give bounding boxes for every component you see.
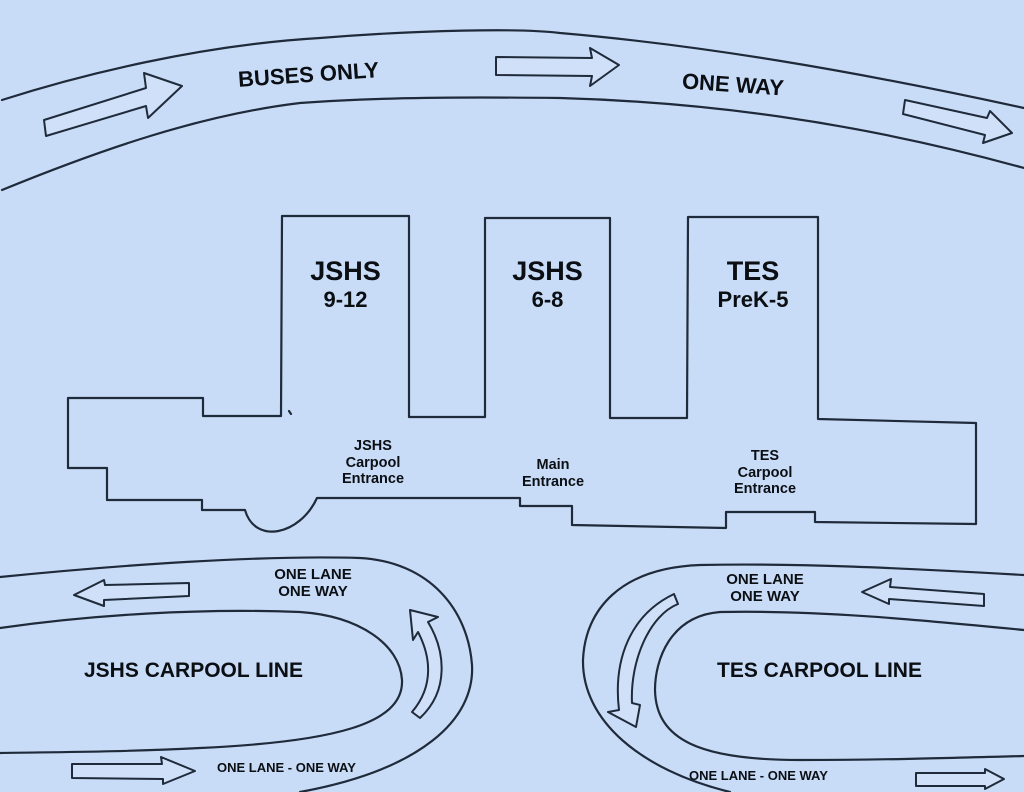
- bus-arrow-right-icon: [43, 72, 183, 137]
- jshs-top-lane-label: ONE LANE ONE WAY: [258, 566, 368, 601]
- tes-arrow-right-icon: [915, 768, 1005, 790]
- jshs-carpool-entrance: JSHS Carpool Entrance: [323, 438, 423, 488]
- jshs-carpool-line-title: JSHS CARPOOL LINE: [84, 659, 303, 682]
- wing-name: JSHS: [512, 256, 583, 286]
- bus-arrow-right-icon: [902, 99, 1013, 144]
- ink-mark: [287, 409, 293, 416]
- tes-carpool-line-title: TES CARPOOL LINE: [717, 659, 922, 682]
- entrance-line: Entrance: [521, 473, 585, 490]
- jshs-bottom-lane-label: ONE LANE - ONE WAY: [217, 760, 356, 775]
- jshs-arrow-right-icon: [71, 756, 196, 785]
- bus-lane-bottom-edge: [0, 96, 1024, 192]
- wing-grades: PreK-5: [717, 287, 789, 313]
- tes-carpool-loop: [581, 563, 1024, 792]
- tes-top-lane-label: ONE LANE ONE WAY: [710, 571, 820, 606]
- wing-grades: 6-8: [531, 287, 564, 313]
- main-entrance: Main Entrance: [503, 457, 603, 490]
- wing-name: JSHS: [310, 256, 381, 286]
- entrance-line: JSHS: [354, 438, 392, 454]
- bus-lane-top-edge: [0, 29, 1024, 110]
- tes-bottom-lane-label: ONE LANE - ONE WAY: [689, 768, 828, 783]
- wing-name: TES: [726, 256, 780, 286]
- wing-grades: 9-12: [323, 287, 368, 313]
- entrance-line: Carpool: [345, 454, 401, 471]
- jshs-loop-inner-edge: [0, 609, 404, 755]
- tes-loop-outer-edge: [581, 563, 1024, 792]
- entrance-line: Main: [536, 457, 570, 473]
- wing-jshs-middle: JSHS 6-8: [485, 256, 610, 312]
- jshs-carpool-loop: [0, 556, 474, 792]
- jshs-arrow-left-icon: [73, 579, 190, 607]
- bus-lane: [0, 29, 1024, 192]
- wing-tes: TES PreK-5: [688, 256, 818, 312]
- lane-line: ONE LANE: [274, 566, 352, 583]
- lane-line: ONE WAY: [730, 588, 800, 606]
- bus-arrow-right-icon: [495, 47, 620, 87]
- tes-arrow-curved-down-icon: [607, 593, 679, 728]
- lane-line: ONE LANE: [726, 571, 804, 588]
- tes-carpool-entrance: TES Carpool Entrance: [715, 448, 815, 498]
- entrance-line: TES: [750, 448, 780, 464]
- jshs-arrow-curved-up-icon: [409, 609, 443, 719]
- jshs-loop-outer-edge: [0, 556, 474, 792]
- lane-line: ONE WAY: [278, 583, 348, 601]
- tes-arrow-left-icon: [861, 578, 985, 607]
- school-building-outline: [66, 214, 978, 533]
- wing-jshs-high: JSHS 9-12: [282, 256, 409, 312]
- entrance-line: Entrance: [733, 481, 797, 498]
- entrance-line: Entrance: [341, 471, 405, 488]
- entrance-line: Carpool: [737, 464, 793, 481]
- tes-loop-inner-edge: [653, 610, 1024, 762]
